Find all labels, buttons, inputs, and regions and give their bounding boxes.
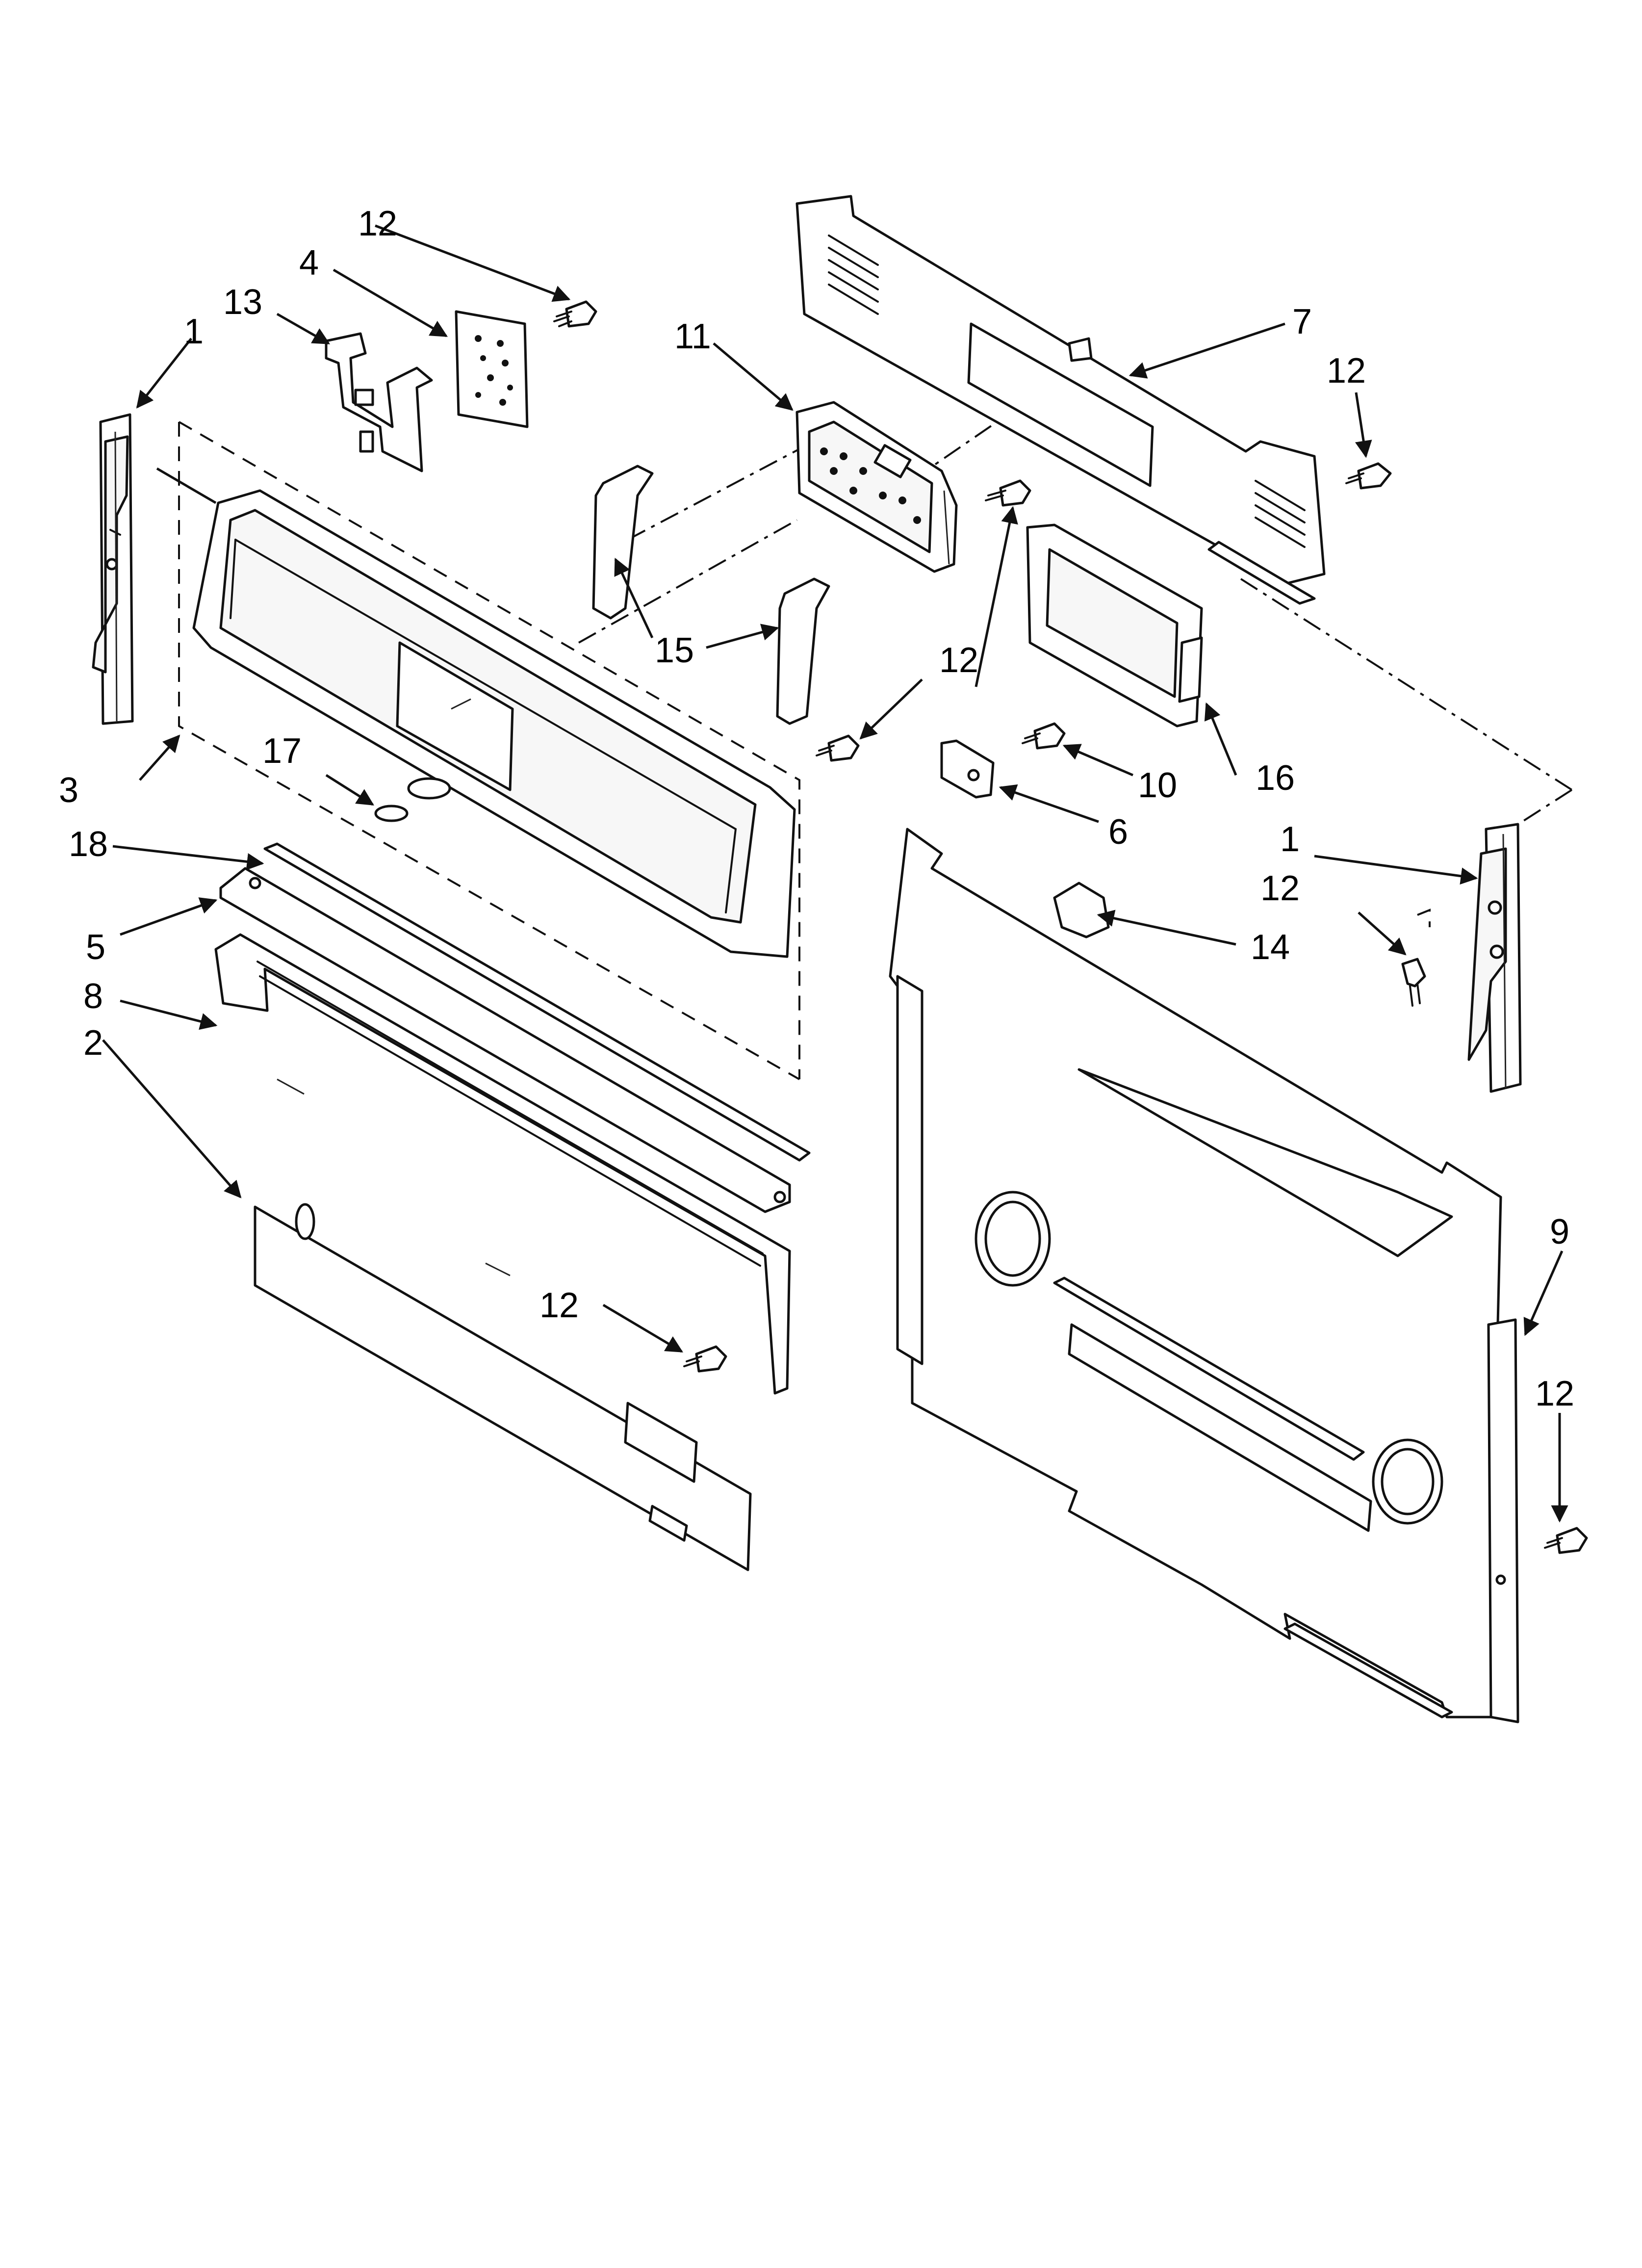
callout-4: 4 — [299, 243, 319, 283]
clip-6 — [940, 739, 995, 799]
callout-12-top: 12 — [358, 204, 397, 243]
callout-11: 11 — [674, 317, 711, 356]
rear-panel — [889, 828, 1514, 1719]
callout-1-right: 1 — [1280, 820, 1300, 859]
side-bracket-right — [1417, 823, 1522, 1093]
callout-16: 16 — [1256, 758, 1295, 798]
screw-12-right-top — [1345, 462, 1392, 490]
callout-2: 2 — [83, 1023, 103, 1063]
callout-12-control: 12 — [939, 641, 978, 680]
callout-3: 3 — [59, 771, 78, 810]
callout-12-lower: 12 — [539, 1286, 579, 1325]
callout-6: 6 — [1108, 812, 1128, 852]
lower-panel-2 — [254, 1203, 752, 1571]
clip-14 — [1053, 882, 1110, 938]
screw-12-panel — [816, 734, 860, 762]
callout-10: 10 — [1138, 766, 1177, 805]
trim-18 — [263, 842, 811, 1162]
callout-18: 18 — [69, 825, 108, 864]
board-4 — [455, 310, 529, 428]
bracket-13 — [325, 332, 433, 472]
callout-12-right-top: 12 — [1327, 351, 1366, 391]
side-bracket-left — [92, 413, 134, 725]
electronic-control-11 — [795, 401, 958, 573]
callout-8: 8 — [83, 977, 103, 1016]
frame-8 — [214, 933, 791, 1395]
callout-labels: 1 12 4 13 11 7 12 15 12 16 10 6 3 17 18 … — [59, 204, 1574, 1413]
callout-12-right-bracket: 12 — [1260, 869, 1300, 908]
frame-16 — [1026, 523, 1203, 728]
screw-12-control — [985, 479, 1031, 507]
callout-1-left: 1 — [184, 312, 204, 351]
callout-14: 14 — [1251, 928, 1290, 967]
callout-7: 7 — [1292, 302, 1312, 341]
screw-10 — [1022, 722, 1066, 750]
callout-13: 13 — [223, 283, 262, 322]
callout-12-bottom-right: 12 — [1535, 1374, 1574, 1413]
callout-9: 9 — [1550, 1212, 1569, 1251]
leader-lines — [102, 224, 1568, 1523]
end-cap-15 — [592, 465, 830, 725]
callout-5: 5 — [86, 928, 105, 967]
callout-17: 17 — [262, 731, 302, 771]
vent-panel-7 — [795, 195, 1326, 605]
side-bracket-9 — [1487, 1318, 1519, 1723]
rail-5 — [219, 867, 791, 1213]
screw-12-lower — [683, 1345, 727, 1373]
screw-12-right-bracket — [1401, 958, 1426, 1007]
control-panel — [156, 467, 796, 958]
screw-12-bottom-right — [1544, 1527, 1588, 1554]
screw-12-top — [553, 300, 597, 328]
callout-15: 15 — [655, 631, 694, 670]
